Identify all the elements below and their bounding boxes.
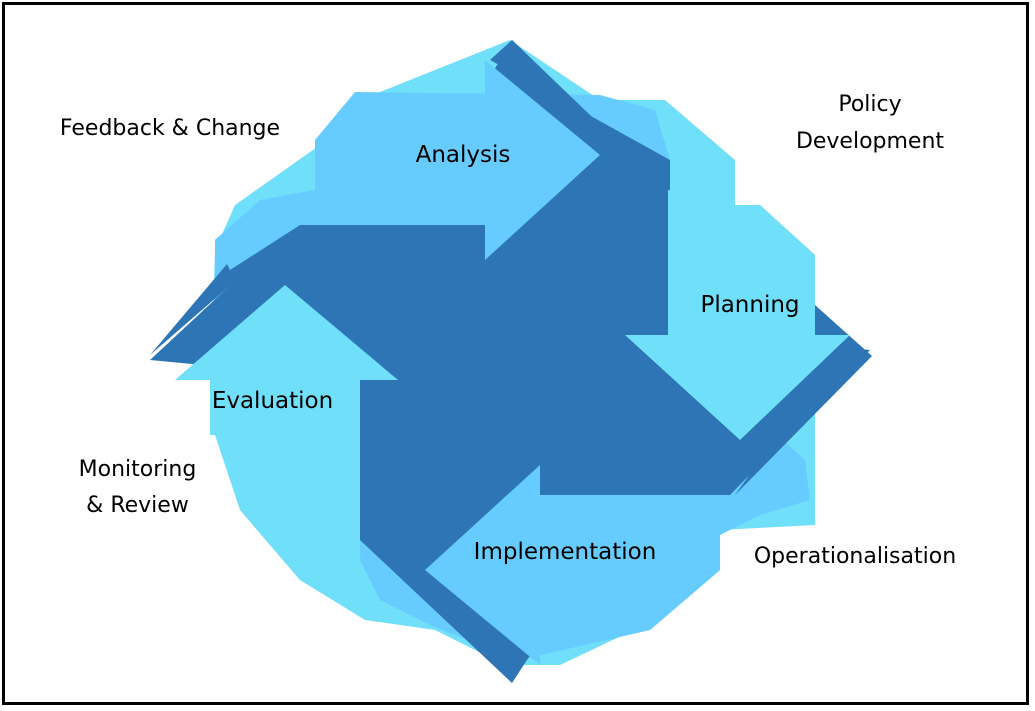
central-diamond xyxy=(150,40,870,683)
planning-arrow[interactable] xyxy=(625,190,850,440)
monitoring-review-label-line1: Monitoring xyxy=(78,457,197,482)
diamond-edge-right xyxy=(735,305,872,495)
analysis-label: Analysis xyxy=(415,142,511,168)
implementation-arrow[interactable] xyxy=(425,465,720,665)
operationalisation-label: Operationalisation xyxy=(753,544,957,569)
planning-label: Planning xyxy=(700,292,800,318)
implementation-label: Implementation xyxy=(473,539,657,565)
evaluation-label: Evaluation xyxy=(211,388,334,414)
evaluation-arrow[interactable] xyxy=(175,285,398,615)
policy-development-label-line1: Policy xyxy=(838,92,902,117)
diamond-edge-top xyxy=(490,40,670,195)
analysis-arrow[interactable] xyxy=(215,60,600,270)
monitoring-review-label-line2: & Review xyxy=(86,493,189,518)
diamond-edge-left xyxy=(150,225,300,355)
feedback-change-label: Feedback & Change xyxy=(59,116,281,141)
policy-development-label-line2: Development xyxy=(795,129,945,154)
